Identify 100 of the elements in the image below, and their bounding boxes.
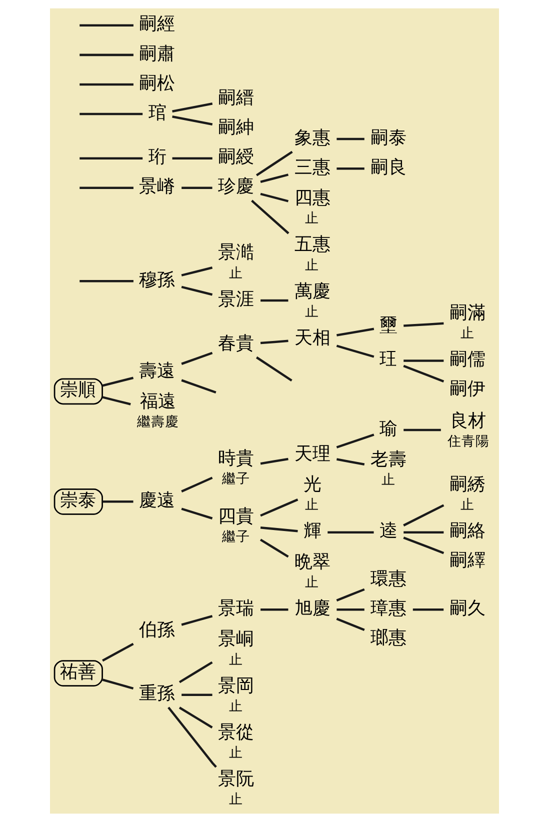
node-text: 伯孫 (138, 620, 175, 641)
connector (102, 376, 134, 387)
connector (178, 661, 212, 684)
node-label: 止 (228, 265, 243, 282)
node-text: 逵 (379, 520, 398, 542)
node-text: 嗣絡 (449, 520, 486, 542)
connector (260, 299, 288, 302)
node-text: 老壽 (370, 449, 406, 470)
node-text: 珩 (148, 146, 166, 168)
connector (180, 286, 212, 296)
node-text: 嗣儒 (449, 349, 486, 370)
node-text: 景瑞 (218, 598, 254, 619)
connector (403, 322, 444, 327)
node-text: 嗣良 (370, 156, 406, 178)
connector (180, 615, 212, 626)
connector (336, 138, 364, 140)
node-text: 壐 (379, 314, 398, 336)
node-text: 三惠 (294, 156, 330, 178)
node-text: 環惠 (370, 568, 406, 590)
node-text: 輝 (302, 520, 321, 542)
connector (102, 642, 134, 662)
node-label: 止 (228, 652, 243, 668)
node-text: 景阮 (218, 768, 254, 790)
node-label: 繼子 (222, 528, 250, 545)
node-text: 五惠 (294, 234, 330, 256)
connector (259, 538, 288, 558)
connector (403, 428, 440, 432)
node-text: 嗣綉 (449, 474, 486, 496)
connector (336, 608, 364, 611)
connector (260, 458, 288, 465)
node-text: 福遠 (139, 391, 176, 412)
node-text: 天理 (294, 443, 330, 464)
connector (260, 192, 288, 202)
connector (172, 157, 212, 160)
connector (327, 531, 374, 534)
connector (403, 531, 444, 534)
connector (181, 186, 212, 190)
node-text: 景峒 (218, 628, 254, 650)
connector (180, 352, 212, 365)
node-text: 景嵴 (138, 176, 175, 198)
node-label: 止 (304, 304, 319, 320)
node-text: 穆孫 (138, 269, 175, 290)
node-label: 止 (304, 210, 319, 227)
node-text: 嗣肅 (138, 43, 175, 64)
node-text: 重孫 (138, 683, 175, 704)
node-text: 光 (302, 474, 321, 496)
node-box: 祐善 (53, 660, 102, 686)
node-label: 繼壽慶 (136, 414, 178, 430)
connector (172, 116, 212, 126)
node-label: 止 (460, 326, 474, 342)
connector (336, 458, 364, 466)
node-text: 玨 (379, 349, 398, 370)
node-text: 四惠 (294, 188, 330, 209)
connector (172, 102, 212, 113)
node-label: 繼子 (222, 471, 250, 488)
node-text: 嗣泰 (370, 127, 406, 148)
node-text: 嗣綬 (218, 146, 254, 168)
node-label: 止 (228, 744, 243, 761)
connector (336, 167, 364, 170)
connector (79, 280, 133, 282)
node-text: 嗣縉 (218, 88, 254, 109)
connector (180, 379, 216, 394)
node-text: 景岡 (218, 675, 254, 696)
node-text: 嗣松 (138, 72, 175, 94)
node-label: 止 (228, 698, 243, 714)
connector (412, 608, 444, 611)
node-text: 天相 (294, 327, 330, 348)
connector (336, 434, 374, 448)
connector (79, 112, 142, 116)
node-text: 嗣紳 (218, 117, 254, 138)
connector (180, 508, 212, 520)
node-text: 瑜 (379, 418, 398, 440)
node-label: 住青陽 (446, 434, 489, 450)
node-box: 崇順 (53, 378, 102, 405)
connector (180, 266, 212, 276)
node-text: 琯 (148, 102, 166, 124)
node-text: 景從 (218, 722, 254, 743)
connector (102, 396, 130, 406)
connector (250, 200, 289, 234)
connector (79, 24, 133, 26)
connector (255, 150, 292, 176)
connector (79, 186, 133, 190)
connector (102, 678, 134, 690)
node-label: 止 (380, 472, 395, 488)
connector (260, 174, 288, 183)
connector (260, 340, 288, 344)
connector (336, 328, 374, 336)
connector (260, 526, 298, 532)
node-text: 良材 (450, 410, 486, 432)
node-text: 象惠 (294, 127, 330, 148)
node-text: 晩翠 (294, 551, 330, 572)
connector (402, 364, 444, 382)
connector (403, 360, 444, 362)
connector (402, 504, 444, 526)
node-text: 景澔 (218, 242, 254, 264)
node-label: 止 (304, 574, 319, 590)
node-text: 璋惠 (370, 598, 406, 619)
connector (79, 157, 142, 160)
node-text: 景涯 (218, 288, 254, 310)
node-text: 珍慶 (218, 176, 254, 198)
